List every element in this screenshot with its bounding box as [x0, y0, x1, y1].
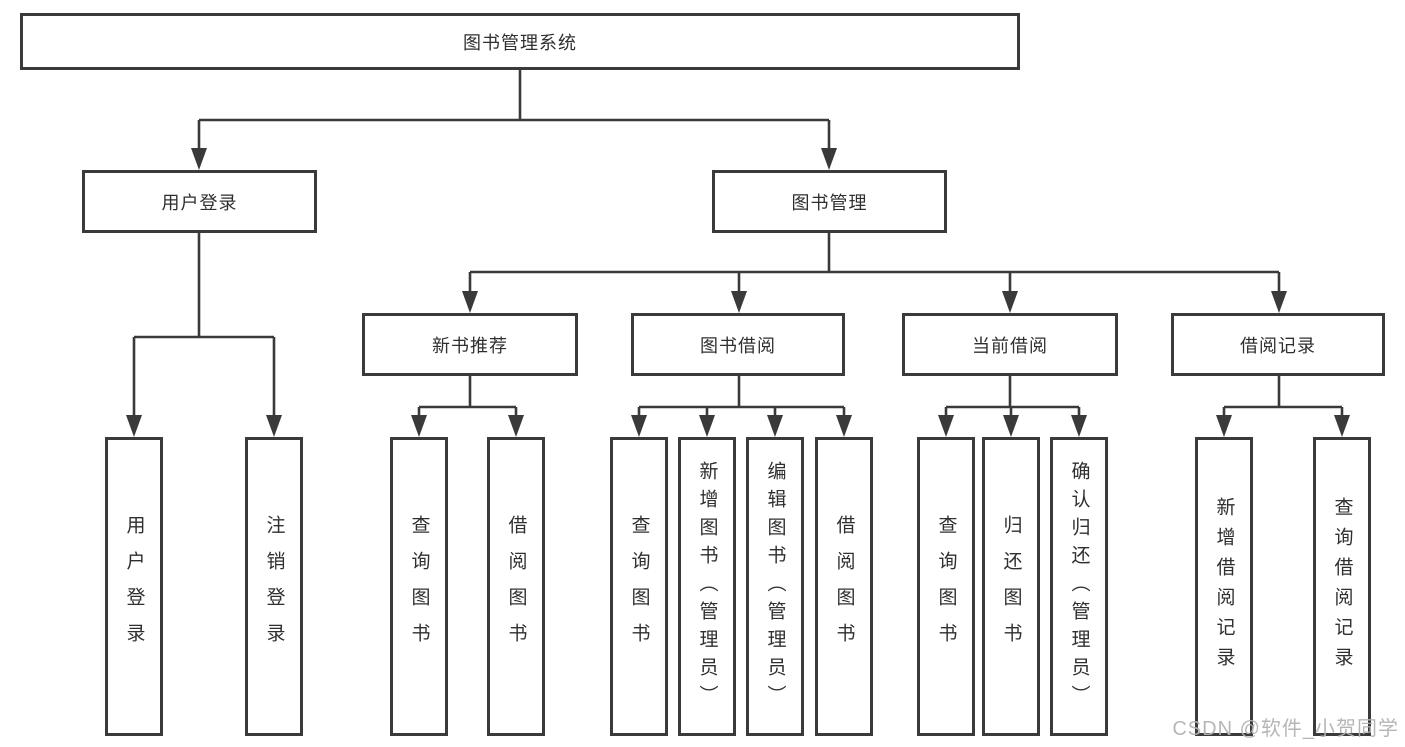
node-user-login: 用户登录 [82, 170, 317, 233]
leaf-query-books-recommend: 查询图书 [390, 437, 448, 736]
node-book-borrowing: 图书借阅 [631, 313, 845, 376]
leaf-borrow-books-recommend-label: 借阅图书 [505, 514, 527, 659]
node-borrowing-records: 借阅记录 [1171, 313, 1385, 376]
csdn-watermark: CSDN @软件_小贺同学 [1172, 718, 1399, 740]
leaf-query-books-current: 查询图书 [917, 437, 975, 736]
leaf-add-borrow-record-label: 新增借阅记录 [1213, 496, 1235, 677]
leaf-query-books-current-label: 查询图书 [935, 514, 957, 659]
leaf-borrow-book: 借阅图书 [815, 437, 873, 736]
node-current-borrowing: 当前借阅 [902, 313, 1118, 376]
leaf-borrow-book-label: 借阅图书 [833, 514, 855, 659]
leaf-add-book-admin: 新增图书（管理员） [678, 437, 736, 736]
leaf-borrow-books-recommend: 借阅图书 [487, 437, 545, 736]
leaf-query-books-borrowing-label: 查询图书 [628, 514, 650, 659]
leaf-query-borrow-record-label: 查询借阅记录 [1331, 496, 1353, 677]
leaf-add-borrow-record: 新增借阅记录 [1195, 437, 1253, 736]
leaf-confirm-return-admin: 确认归还（管理员） [1050, 437, 1108, 736]
leaf-logout-label: 注销登录 [263, 514, 285, 659]
leaf-confirm-return-admin-label: 确认归还（管理员） [1068, 460, 1090, 713]
leaf-query-borrow-record: 查询借阅记录 [1313, 437, 1371, 736]
leaf-query-books-recommend-label: 查询图书 [408, 514, 430, 659]
leaf-user-login-label: 用户登录 [123, 514, 145, 659]
leaf-edit-book-admin-label: 编辑图书（管理员） [764, 460, 786, 713]
node-library-management-system: 图书管理系统 [20, 13, 1020, 70]
leaf-add-book-admin-label: 新增图书（管理员） [696, 460, 718, 713]
leaf-return-book: 归还图书 [982, 437, 1040, 736]
leaf-edit-book-admin: 编辑图书（管理员） [746, 437, 804, 736]
leaf-return-book-label: 归还图书 [1000, 514, 1022, 659]
leaf-query-books-borrowing: 查询图书 [610, 437, 668, 736]
leaf-user-login: 用户登录 [105, 437, 163, 736]
node-book-management: 图书管理 [712, 170, 947, 233]
leaf-logout: 注销登录 [245, 437, 303, 736]
node-new-book-recommend: 新书推荐 [362, 313, 578, 376]
